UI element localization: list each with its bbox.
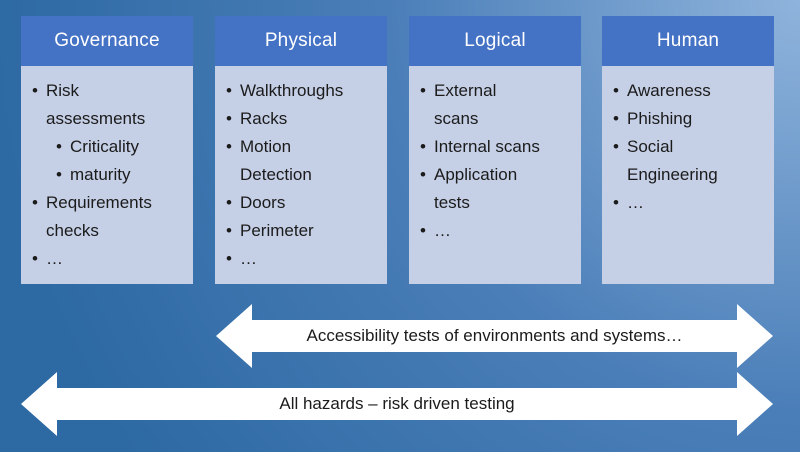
arrow-all-hazards: All hazards – risk driven testing xyxy=(21,372,773,436)
bullet-dot-icon: • xyxy=(420,165,426,184)
bullet-text: Social Engineering xyxy=(627,137,718,184)
column-header: Logical xyxy=(409,16,581,66)
bullet-item: • Doors xyxy=(215,189,387,217)
bullet-dot-icon: • xyxy=(226,81,232,100)
bullet-dot-icon: • xyxy=(613,193,619,212)
bullet-text: Criticality xyxy=(70,137,139,156)
bullet-item: • Social Engineering xyxy=(602,133,774,189)
bullet-dot-icon: • xyxy=(420,221,426,240)
column-card-physical: Physical • Walkthroughs • Racks • Motion Detec… xyxy=(215,16,387,284)
arrow-label: All hazards – risk driven testing xyxy=(279,394,515,413)
column-card-governance: Governance•Risk assessments•Criticality•… xyxy=(21,16,193,284)
bullet-dot-icon: • xyxy=(226,193,232,212)
bullet-dot-icon: • xyxy=(226,221,232,240)
bullet-item: • Risk assessments xyxy=(21,77,193,133)
column-card-human: Human • Awareness • Phishing • Social Engineer… xyxy=(602,16,774,284)
column-header: Governance xyxy=(21,16,193,66)
bullet-text: … xyxy=(46,249,63,268)
bullet-dot-icon: • xyxy=(420,137,426,156)
bullet-dot-icon: • xyxy=(613,109,619,128)
bullet-item: •… xyxy=(215,245,387,273)
bullet-text: Application tests xyxy=(434,165,518,212)
bullet-text: Racks xyxy=(240,109,288,128)
bullet-item: • External scans xyxy=(409,77,581,133)
arrow-accessibility-tests: Accessibility tests of environments and … xyxy=(216,304,773,368)
bullet-dot-icon: • xyxy=(32,249,38,268)
bullet-item: •… xyxy=(409,217,581,245)
bullet-text: … xyxy=(434,221,451,240)
bullet-text: Walkthroughs xyxy=(240,81,344,100)
column-body: •Awareness•Phishing•Social Engineering•… xyxy=(602,66,774,284)
arrow-left-head-icon xyxy=(216,304,252,368)
arrow-label: Accessibility tests of environments and … xyxy=(306,326,683,345)
bullet-item: • Motion Detection xyxy=(215,133,387,189)
arrow-right-head-icon xyxy=(737,304,773,368)
bullet-item: • Phishing xyxy=(602,105,774,133)
bullet-item: •… xyxy=(602,189,774,217)
bullet-dot-icon: • xyxy=(32,193,38,212)
bullet-dot-icon: • xyxy=(613,81,619,100)
bullet-item: • Awareness xyxy=(602,77,774,105)
column-header: Physical xyxy=(215,16,387,66)
bullet-text: … xyxy=(627,193,644,212)
bullet-text: Phishing xyxy=(627,109,693,128)
column-title: Logical xyxy=(464,30,526,51)
bullet-item: • Criticality xyxy=(21,133,193,161)
bullet-dot-icon: • xyxy=(226,137,232,156)
bullet-text: maturity xyxy=(70,165,131,184)
bullet-item: • maturity xyxy=(21,161,193,189)
column-body: • Walkthroughs • Racks • Motion Detection • Doo… xyxy=(215,66,387,284)
bullet-item: • Requirements checks xyxy=(21,189,193,245)
bullet-item: • Walkthroughs xyxy=(215,77,387,105)
column-title: Physical xyxy=(264,30,338,51)
bullet-item: • Racks xyxy=(215,105,387,133)
column-header: Human xyxy=(602,16,774,66)
column-body: • Risk assessments • Criticality • maturity • R… xyxy=(21,66,193,284)
bullet-dot-icon: • xyxy=(56,137,62,156)
bullet-text: Internal scans xyxy=(434,137,540,156)
arrow-shaft: Accessibility tests of environments and … xyxy=(252,320,737,352)
bullet-text: Risk assessments xyxy=(46,81,146,128)
bullet-item: • Perimeter xyxy=(215,217,387,245)
bullet-text: Motion Detection xyxy=(240,137,312,184)
column-title: Governance xyxy=(54,30,160,51)
bullet-dot-icon: • xyxy=(226,249,232,268)
arrow-left-head-icon xyxy=(21,372,57,436)
bullet-text: External scans xyxy=(434,81,497,128)
bullet-text: Awareness xyxy=(627,81,711,100)
bullet-dot-icon: • xyxy=(56,165,62,184)
bullet-text: … xyxy=(240,249,257,268)
bullet-text: Doors xyxy=(240,193,286,212)
column-title: Human xyxy=(656,30,720,51)
bullet-item: • Application tests xyxy=(409,161,581,217)
bullet-text: Perimeter xyxy=(240,221,314,240)
bullet-dot-icon: • xyxy=(32,81,38,100)
bullet-dot-icon: • xyxy=(226,109,232,128)
bullet-item: • Internal scans xyxy=(409,133,581,161)
arrow-shaft: All hazards – risk driven testing xyxy=(57,388,737,420)
bullet-dot-icon: • xyxy=(420,81,426,100)
bullet-dot-icon: • xyxy=(613,137,619,156)
column-body: • External scans • Internal scans • Applicati… xyxy=(409,66,581,284)
column-card-logical: Logical • External scans • Internal scans • Ap… xyxy=(409,16,581,284)
bullet-item: •… xyxy=(21,245,193,273)
bullet-text: Requirements checks xyxy=(46,193,152,240)
arrow-right-head-icon xyxy=(737,372,773,436)
